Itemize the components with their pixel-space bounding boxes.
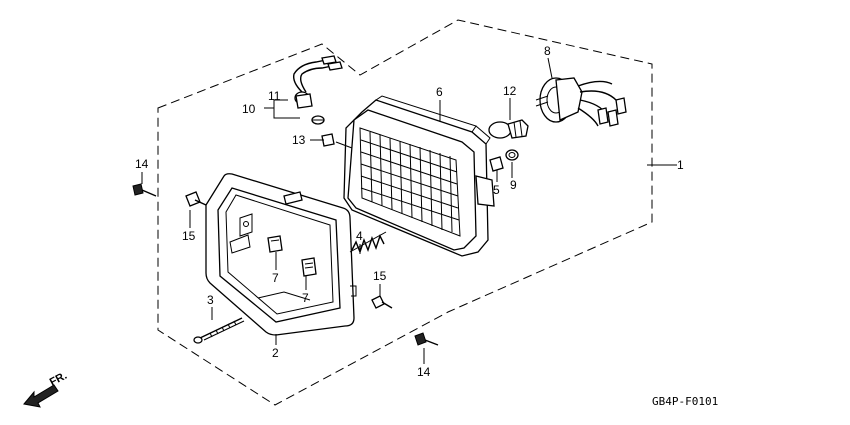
front-direction-indicator: FR. xyxy=(23,370,69,408)
callout-1: 1 xyxy=(677,158,684,172)
callout-14-left: 14 xyxy=(135,157,149,171)
part-8-socket-assembly xyxy=(535,77,627,127)
leader-lines xyxy=(141,57,677,364)
front-arrow-icon xyxy=(23,384,59,408)
callout-12: 12 xyxy=(503,84,517,98)
callout-9: 9 xyxy=(510,178,517,192)
callout-3: 3 xyxy=(207,293,214,307)
callout-6: 6 xyxy=(436,85,443,99)
assembly-boundary xyxy=(157,19,653,406)
part-11-position-socket xyxy=(292,55,343,109)
callout-8: 8 xyxy=(544,44,551,58)
callout-15-left: 15 xyxy=(182,229,196,243)
part-10-position-bulb xyxy=(311,115,325,125)
callout-7-lower: 7 xyxy=(302,291,309,305)
callout-7-upper: 7 xyxy=(272,271,279,285)
part-14-screw-left xyxy=(132,183,157,197)
part-12-bulb xyxy=(488,119,529,139)
part-6-headlight-unit xyxy=(343,95,495,257)
part-5-retainer xyxy=(489,156,504,172)
callout-4: 4 xyxy=(356,229,363,243)
callout-10: 10 xyxy=(242,102,256,116)
callout-15-right: 15 xyxy=(373,269,387,283)
callout-11: 11 xyxy=(268,89,281,103)
callout-2: 2 xyxy=(272,346,279,360)
part-7-clip-upper xyxy=(267,235,283,253)
part-7-clip-lower xyxy=(301,257,317,277)
part-14-screw-right xyxy=(414,332,439,346)
callout-13: 13 xyxy=(292,133,306,147)
front-label: FR. xyxy=(48,370,69,389)
part-2-headlight-rim xyxy=(205,173,357,336)
callout-5: 5 xyxy=(493,183,500,197)
part-3-long-screw xyxy=(193,317,245,344)
part-4-spring xyxy=(349,231,387,255)
part-15-bolt-left xyxy=(185,191,207,207)
callout-14-right: 14 xyxy=(417,365,431,379)
part-9-cap xyxy=(505,149,519,161)
part-15-bolt-right xyxy=(371,295,393,309)
drawing-code: GB4P-F0101 xyxy=(652,395,718,408)
part-13-grommet xyxy=(321,133,335,147)
